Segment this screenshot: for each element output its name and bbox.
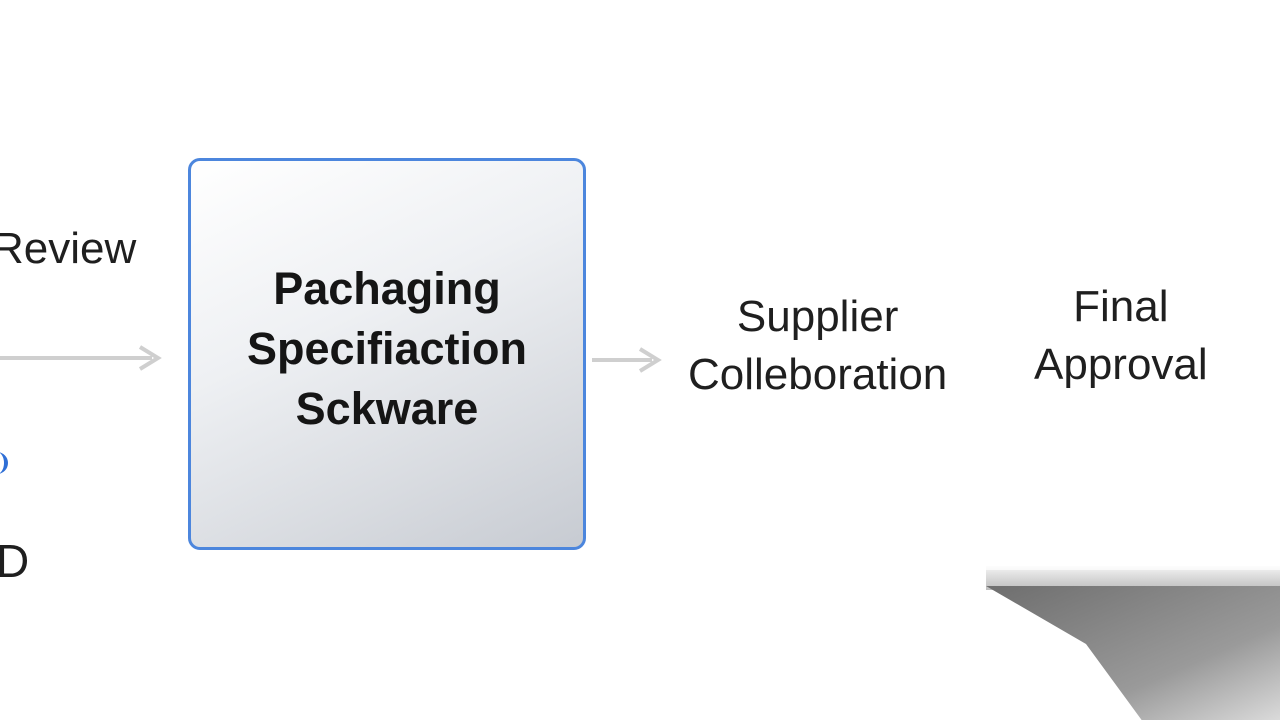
node-packaging-label: Pachaging Specifiaction Sckware — [246, 263, 528, 434]
grey-shelf-shape — [986, 566, 1280, 720]
node-final-label: Final Approval — [1034, 282, 1208, 389]
node-review-label: Review — [0, 224, 137, 273]
node-d-label: D — [0, 535, 30, 587]
node-packaging-box[interactable]: Pachaging Specifiaction Sckware — [188, 158, 586, 550]
arrow-packaging-to-supplier — [592, 347, 662, 373]
arrow-review-to-packaging — [0, 345, 162, 371]
node-supplier-label: Supplier Colleboration — [688, 292, 948, 399]
blue-connector-mark — [0, 452, 8, 474]
